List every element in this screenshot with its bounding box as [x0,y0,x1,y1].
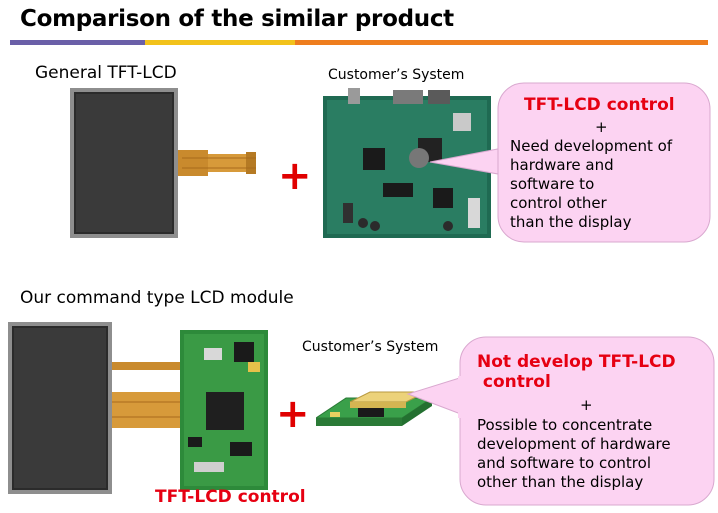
plus-sign-1: + [278,153,312,199]
title-underline-yellow [145,40,295,45]
customer-system-label-1: Customer’s System [328,67,465,83]
customer-system-label-2: Customer’s System [302,339,439,355]
callout-2-text: Possible to concentrate development of h… [477,416,671,491]
our-module-label: Our command type LCD module [20,288,294,308]
command-lcd-module-image [8,322,268,494]
callout-2-plus: + [580,396,593,414]
callout-1-plus: + [595,118,608,136]
callout-1-text: Need development of hardware and softwar… [510,137,673,231]
callout-1-heading: TFT-LCD control [524,95,675,115]
callout-2-heading: Not develop TFT-LCD control [477,352,676,392]
general-lcd-panel-image [70,88,256,238]
title-underline-orange [295,40,708,45]
small-customer-board-image [316,391,434,426]
callout-bubble-1 [429,82,711,243]
callout-bubble-2 [406,336,715,506]
title-underline-purple [10,40,145,45]
module-tft-lcd-control-caption: TFT-LCD control [155,487,306,507]
page-title: Comparison of the similar product [20,6,454,32]
plus-sign-2: + [276,391,310,437]
general-tft-lcd-label: General TFT-LCD [35,63,177,83]
